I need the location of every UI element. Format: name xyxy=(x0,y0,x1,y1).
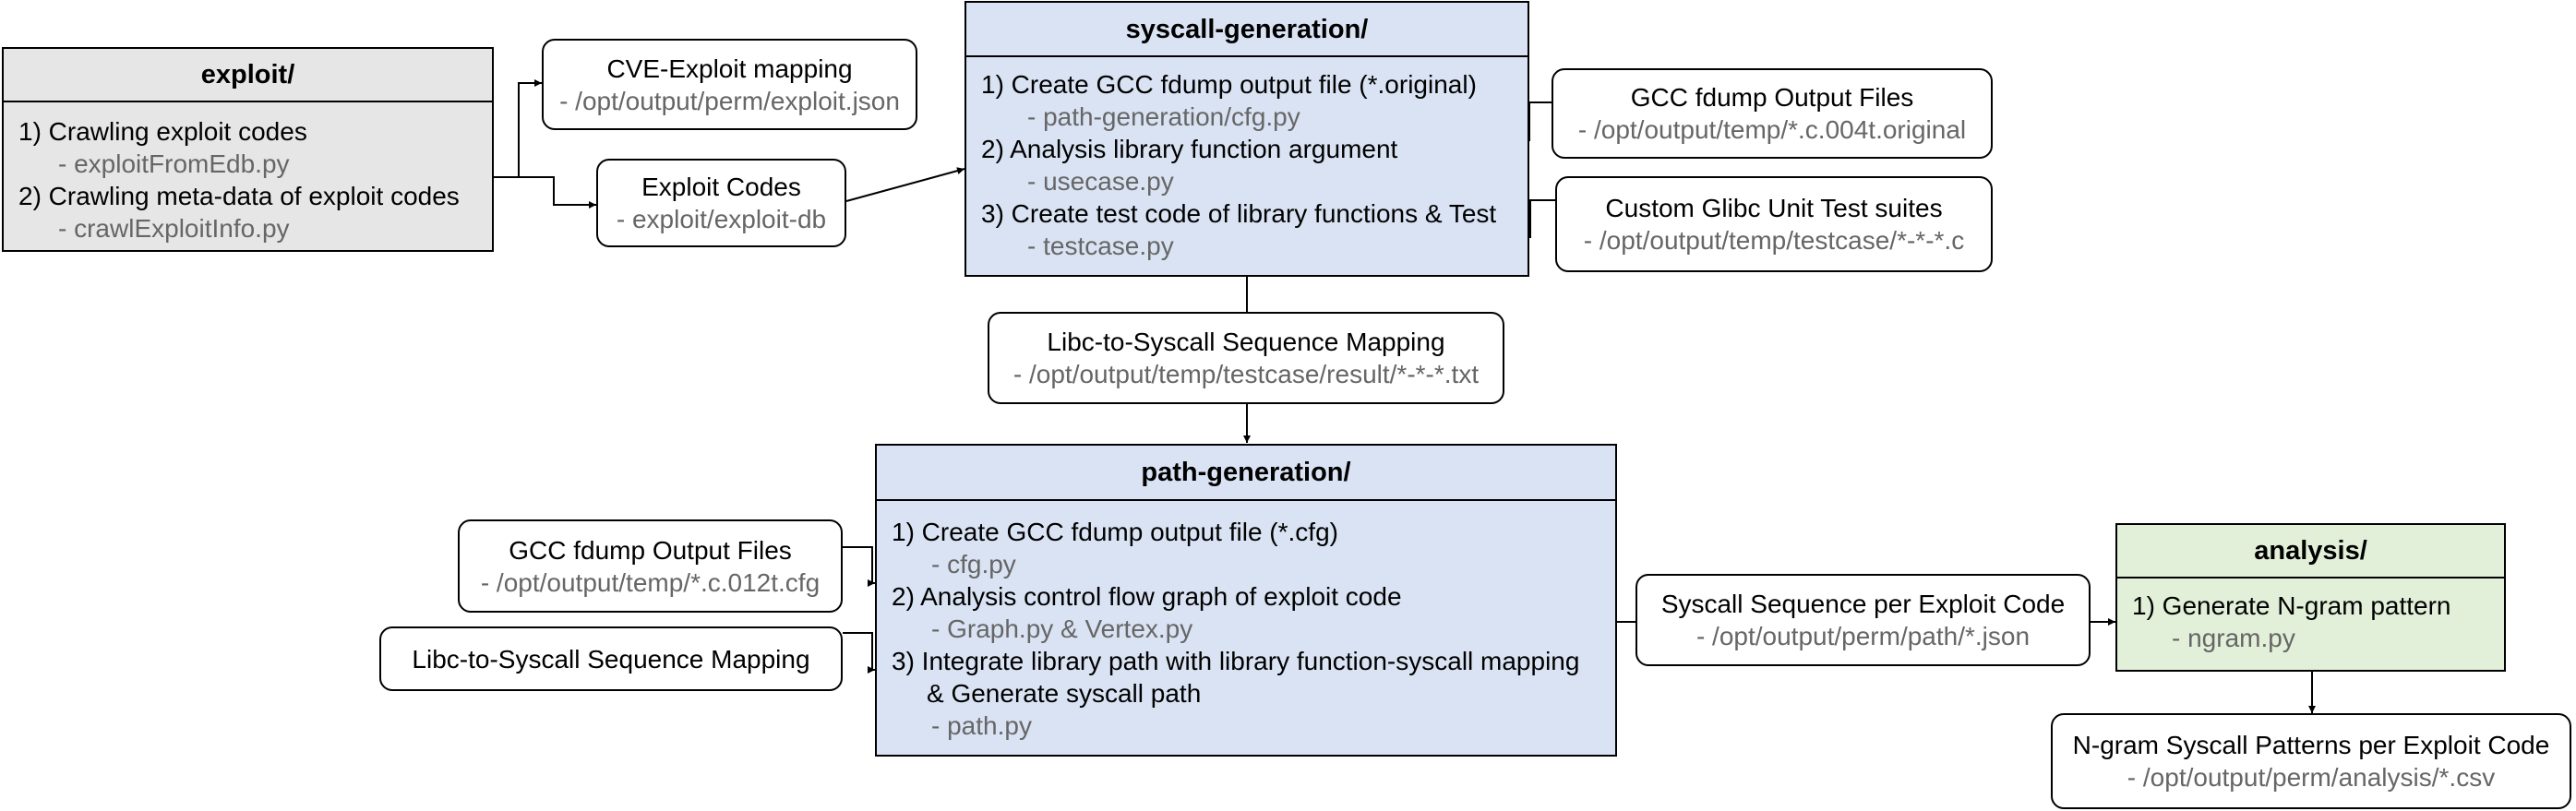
gcc-fdump-cfg-title: GCC fdump Output Files xyxy=(509,535,792,565)
path-generation-step-1-file: - cfg.py xyxy=(931,550,1016,578)
syscall-generation-step-2-file: - usecase.py xyxy=(1027,167,1174,196)
path-generation-step-2-file: - Graph.py & Vertex.py xyxy=(931,614,1193,643)
syscall-generation-step-3-file: - testcase.py xyxy=(1027,232,1174,260)
gcc-fdump-original-path: - /opt/output/temp/*.c.004t.original xyxy=(1577,115,1967,144)
path-generation-module-steps: 1) Create GCC fdump output file (*.cfg) … xyxy=(877,501,1615,755)
glibc-unit-tests-title: Custom Glibc Unit Test suites xyxy=(1605,194,1943,222)
syscall-generation-step-3: 3) Create test code of library functions… xyxy=(981,199,1497,228)
exploit-codes-title: Exploit Codes xyxy=(641,173,801,201)
syscall-generation-step-2: 2) Analysis library function argument xyxy=(981,135,1398,163)
arrow-glibc-tests-to-syscall-generation xyxy=(1524,199,1555,241)
libc-syscall-mapping-input-title: Libc-to-Syscall Sequence Mapping xyxy=(412,644,810,674)
gcc-fdump-cfg-note: GCC fdump Output Files - /opt/output/tem… xyxy=(458,519,843,613)
syscall-sequence-title: Syscall Sequence per Exploit Code xyxy=(1660,590,2066,618)
ngram-patterns-path: - /opt/output/perm/analysis/*.csv xyxy=(2127,763,2496,792)
gcc-fdump-original-note: GCC fdump Output Files - /opt/output/tem… xyxy=(1552,68,1993,159)
libc-syscall-mapping-note: Libc-to-Syscall Sequence Mapping - /opt/… xyxy=(988,312,1504,404)
exploit-module: exploit/ 1) Crawling exploit codes - exp… xyxy=(2,47,494,252)
exploit-step-2-file: - crawlExploitInfo.py xyxy=(58,214,290,243)
gcc-fdump-original-title: GCC fdump Output Files xyxy=(1630,83,1914,112)
gcc-fdump-cfg-path: - /opt/output/temp/*.c.012t.cfg xyxy=(480,567,821,597)
exploit-module-steps: 1) Crawling exploit codes - exploitFromE… xyxy=(4,102,492,257)
cve-exploit-mapping-note: CVE-Exploit mapping - /opt/output/perm/e… xyxy=(542,39,917,130)
exploit-step-1: 1) Crawling exploit codes xyxy=(18,117,307,146)
analysis-step-1: 1) Generate N-gram pattern xyxy=(2132,591,2451,620)
arrow-exploit-to-cve-mapping xyxy=(494,79,542,178)
cve-exploit-mapping-path: - /opt/output/perm/exploit.json xyxy=(559,86,900,115)
path-generation-step-2: 2) Analysis control flow graph of exploi… xyxy=(892,582,1402,611)
syscall-generation-module-steps: 1) Create GCC fdump output file (*.origi… xyxy=(966,57,1528,275)
exploit-step-2: 2) Crawling meta-data of exploit codes xyxy=(18,182,460,210)
path-generation-step-3-continued: & Generate syscall path xyxy=(927,679,1202,708)
exploit-codes-path: - exploit/exploit-db xyxy=(616,205,827,233)
syscall-generation-module: syscall-generation/ 1) Create GCC fdump … xyxy=(965,1,1529,277)
glibc-unit-tests-note: Custom Glibc Unit Test suites - /opt/out… xyxy=(1555,176,1993,272)
analysis-module: analysis/ 1) Generate N-gram pattern - n… xyxy=(2115,523,2506,672)
syscall-sequence-note: Syscall Sequence per Exploit Code - /opt… xyxy=(1635,574,2091,666)
ngram-patterns-title: N-gram Syscall Patterns per Exploit Code xyxy=(2072,731,2550,759)
analysis-module-steps: 1) Generate N-gram pattern - ngram.py xyxy=(2117,578,2504,667)
syscall-generation-module-title: syscall-generation/ xyxy=(966,3,1528,57)
glibc-unit-tests-path: - /opt/output/temp/testcase/*-*-*.c xyxy=(1583,226,1965,255)
analysis-module-title: analysis/ xyxy=(2117,525,2504,578)
analysis-step-1-file: - ngram.py xyxy=(2172,624,2295,652)
ngram-patterns-note: N-gram Syscall Patterns per Exploit Code… xyxy=(2051,713,2571,809)
syscall-generation-step-1: 1) Create GCC fdump output file (*.origi… xyxy=(981,70,1477,99)
path-generation-step-3: 3) Integrate library path with library f… xyxy=(892,647,1580,675)
path-generation-module-title: path-generation/ xyxy=(877,446,1615,501)
arrow-exploit-to-exploit-codes xyxy=(519,176,596,209)
syscall-sequence-path: - /opt/output/perm/path/*.json xyxy=(1695,622,2031,650)
arrow-gcc-original-to-syscall-generation xyxy=(1523,101,1552,144)
exploit-codes-note: Exploit Codes - exploit/exploit-db xyxy=(596,159,846,247)
syscall-generation-step-1-file: - path-generation/cfg.py xyxy=(1027,102,1300,131)
exploit-step-1-file: - exploitFromEdb.py xyxy=(58,149,290,178)
arrow-exploit-codes-to-syscall-generation xyxy=(845,167,965,202)
arrow-libc-mapping-to-path-generation xyxy=(843,632,875,674)
cve-exploit-mapping-title: CVE-Exploit mapping xyxy=(606,54,853,83)
libc-syscall-mapping-title: Libc-to-Syscall Sequence Mapping xyxy=(1047,328,1445,356)
path-generation-step-3-file: - path.py xyxy=(931,711,1032,740)
path-generation-step-1: 1) Create GCC fdump output file (*.cfg) xyxy=(892,518,1338,546)
libc-syscall-mapping-input-note: Libc-to-Syscall Sequence Mapping xyxy=(379,626,843,691)
arrow-gcc-cfg-to-path-generation xyxy=(843,546,875,587)
path-generation-module: path-generation/ 1) Create GCC fdump out… xyxy=(875,444,1617,757)
exploit-module-title: exploit/ xyxy=(4,49,492,102)
libc-syscall-mapping-path: - /opt/output/temp/testcase/result/*-*-*… xyxy=(1012,360,1480,388)
